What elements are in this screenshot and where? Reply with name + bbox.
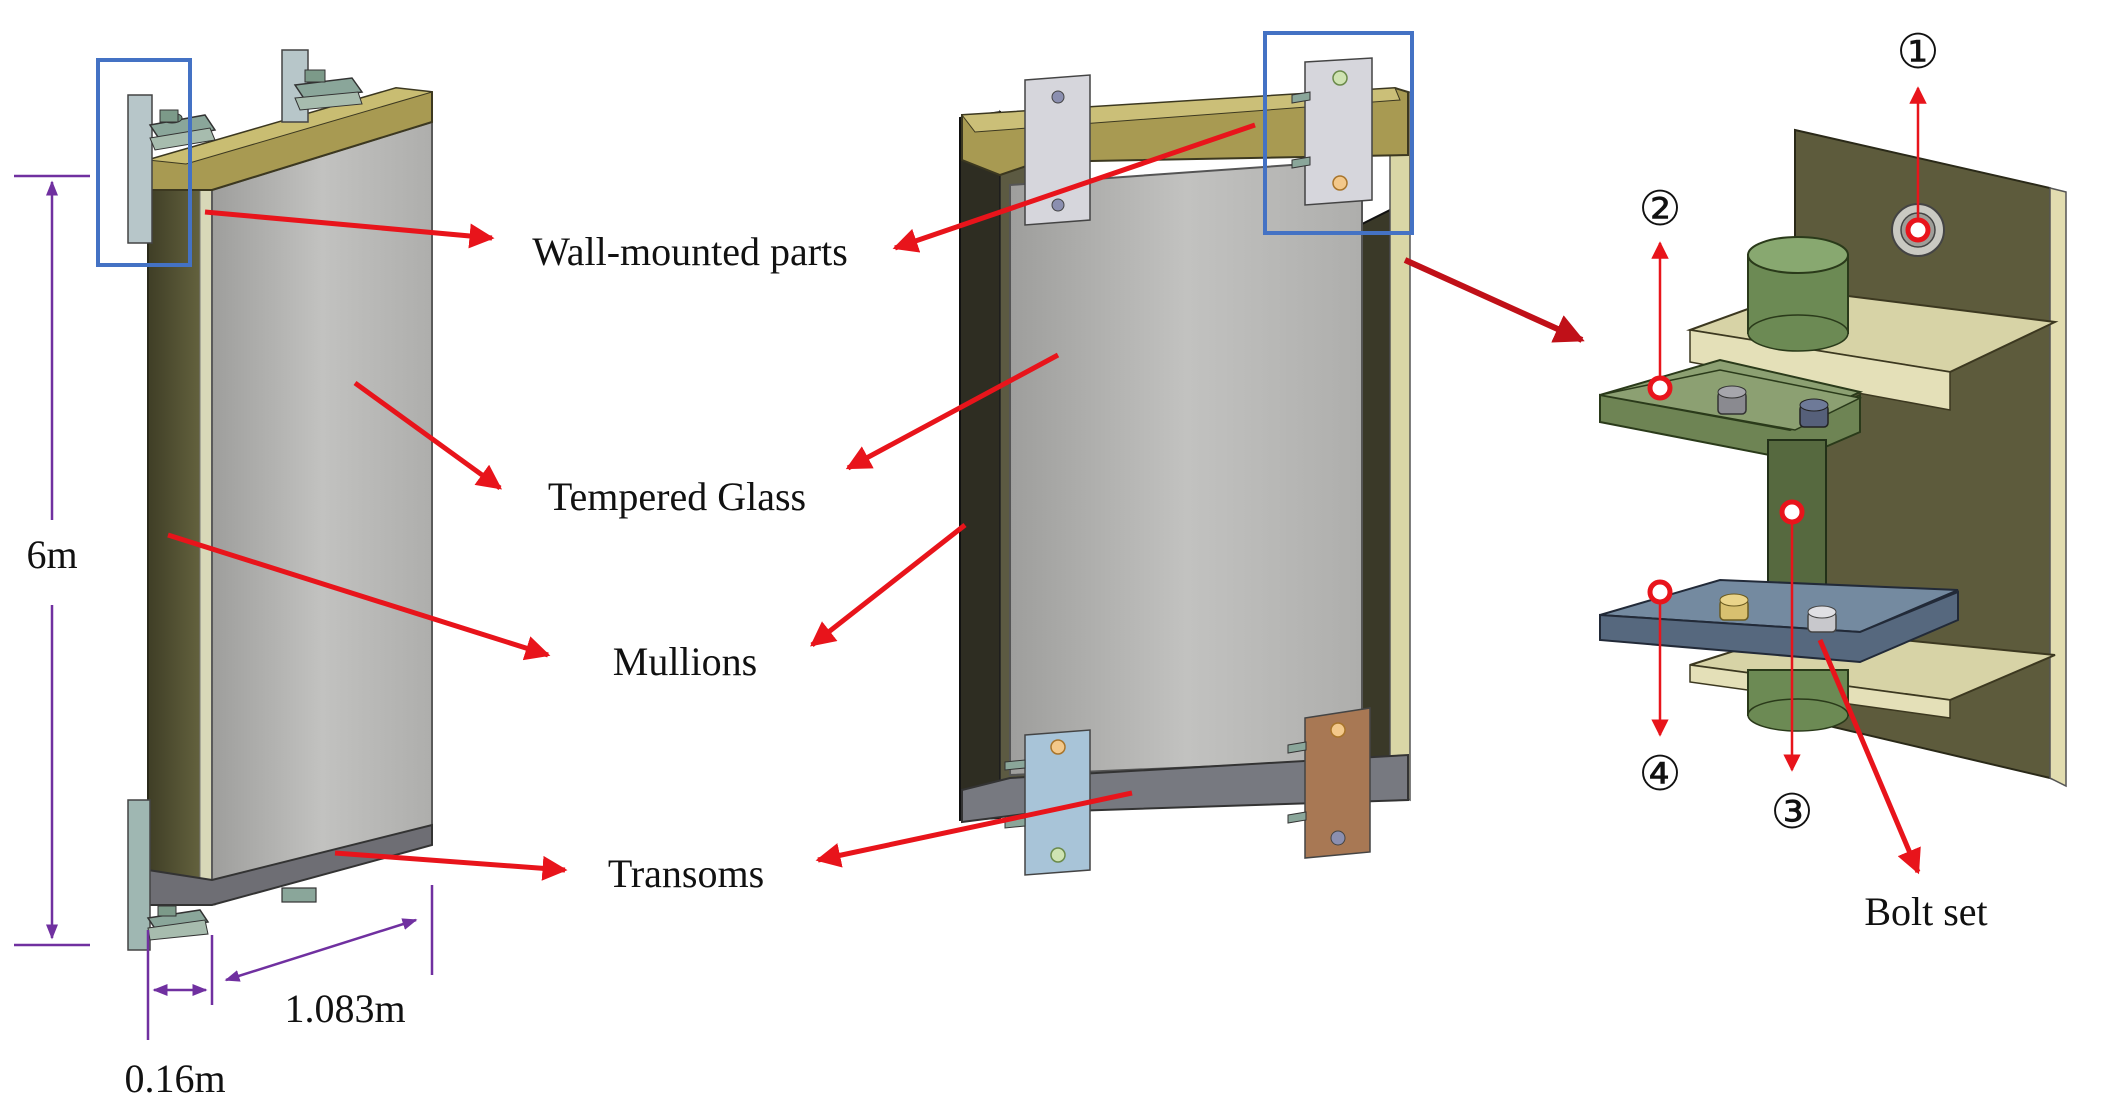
- arrow-bolt-set: [1817, 639, 1921, 875]
- middle-bracket-top-right: [1291, 57, 1373, 206]
- left-bottom-bracket-2: [281, 887, 317, 903]
- detail-back-plate-edge: [2049, 187, 2067, 788]
- label-tempered-glass: Tempered Glass: [548, 474, 806, 519]
- detail-green-plate-bolts: [1717, 385, 1829, 428]
- arrow-to-detail: [1403, 257, 1585, 343]
- marker-1: ①: [1896, 24, 1939, 80]
- arrow-transom-left: [334, 850, 568, 881]
- middle-glass: [1009, 158, 1363, 777]
- arrow-wall-left: [204, 209, 495, 249]
- label-mullions: Mullions: [613, 639, 757, 684]
- left-top-bracket-2: [281, 49, 364, 123]
- marker-2: ②: [1638, 181, 1681, 237]
- callout-arrows: [167, 122, 1921, 881]
- dimension-depth: 0.16m: [124, 1056, 225, 1101]
- left-top-transom-face: [147, 87, 433, 165]
- middle-mullion-right-face: [1389, 91, 1411, 802]
- label-wall-mounted-parts: Wall-mounted parts: [532, 229, 848, 274]
- arrow-mullion-left: [167, 532, 551, 661]
- marker-4: ④: [1638, 746, 1681, 802]
- left-highlight-box: [96, 58, 192, 267]
- detail-blue-plate-bolts: [1719, 593, 1837, 633]
- arrow-glass-left: [353, 380, 503, 491]
- label-bolt-set: Bolt set: [1864, 889, 1987, 934]
- left-panel: [96, 49, 433, 951]
- dimension-lines: [14, 174, 434, 1040]
- detail-marker-points: [1647, 217, 1931, 605]
- middle-panel: [959, 31, 1414, 876]
- arrow-wall-right: [892, 122, 1256, 253]
- dimension-width: 1.083m: [284, 986, 405, 1031]
- middle-bracket-bottom-right: [1287, 707, 1371, 859]
- arrow-transom-right: [815, 790, 1133, 868]
- dimension-height: 6m: [26, 532, 77, 577]
- detail-blue-plate-main: [1599, 590, 1959, 664]
- left-bottom-bracket: [127, 799, 210, 951]
- detail-upper-angle-front: [1689, 329, 1951, 411]
- left-glass: [211, 120, 433, 892]
- arrow-glass-right: [845, 352, 1060, 471]
- marker-leader-arrows: [1651, 86, 1927, 772]
- label-transoms: Transoms: [608, 851, 764, 896]
- marker-3: ③: [1770, 784, 1813, 840]
- middle-highlight-box: [1263, 31, 1414, 235]
- right-bracket-detail: [1599, 128, 2067, 788]
- arrow-mullion-right: [810, 523, 967, 647]
- middle-bracket-bottom-left: [1004, 729, 1091, 876]
- middle-mullion-right: [1359, 208, 1391, 792]
- left-top-bracket: [127, 94, 217, 244]
